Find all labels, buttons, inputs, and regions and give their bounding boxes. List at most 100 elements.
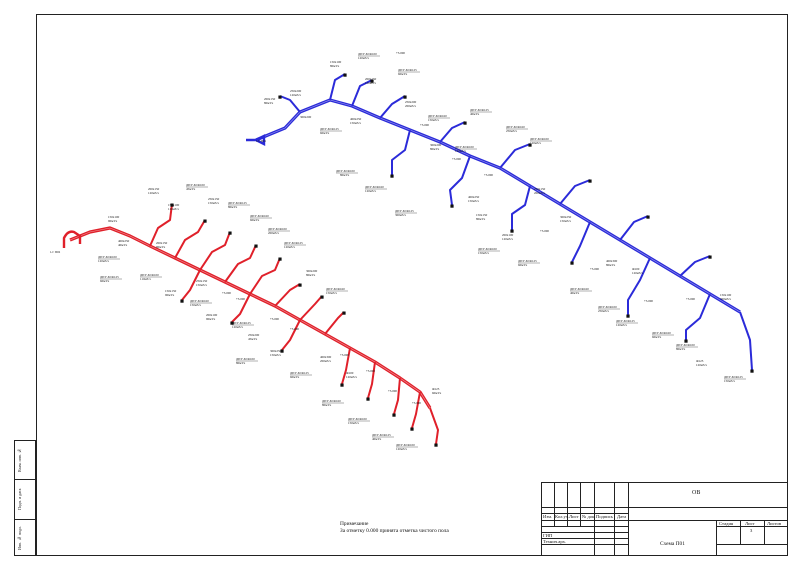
red_system-flow-label: 60м3/ч bbox=[290, 375, 300, 379]
red_system-flow-label: 150м3/ч bbox=[208, 201, 219, 205]
blue_system-diffuser-icon bbox=[684, 339, 688, 343]
red_system-flow-label: 120м3/ч bbox=[396, 447, 407, 451]
red_system-diffuser-icon bbox=[410, 427, 414, 431]
blue_system-terminal-label: ДПУ-М Ф100 bbox=[598, 305, 617, 309]
blue_system-flow-label: 150м3/ч bbox=[478, 251, 489, 255]
blue_system-terminal-label: ДПУ-М Ф100 bbox=[530, 137, 549, 141]
red_system-branch-duct bbox=[231, 293, 251, 323]
red_system-elevation-label: +3.000 bbox=[290, 327, 299, 331]
blue_system-flow-label: 150м3/ч bbox=[724, 379, 735, 383]
blue_system-terminal-label: ДПУ-М Ф125 bbox=[724, 375, 743, 379]
stamp-sheet-label: Лист bbox=[745, 521, 755, 526]
blue_system-size-label: 400x250 bbox=[468, 195, 480, 199]
blue_system-intake-icon bbox=[246, 134, 266, 146]
blue_system-diffuser-icon bbox=[343, 73, 347, 77]
blue_system-flow-label: 80м3/ч bbox=[430, 147, 440, 151]
blue_system-terminal-label: ДПУ-М Ф100 bbox=[676, 343, 695, 347]
red_system-size-label: 300x250 bbox=[270, 349, 282, 353]
red_system-flow-label: 90м3/ч bbox=[108, 219, 118, 223]
blue_system-flow-label: 250м3/ч bbox=[598, 309, 609, 313]
blue_system-size-label: 150x100 bbox=[720, 293, 732, 297]
blue_system-flow-label: 120м3/ч bbox=[530, 141, 541, 145]
red_system-flow-label: 45м3/ч bbox=[248, 337, 258, 341]
red_system-size-label: 150x100 bbox=[108, 215, 120, 219]
red_system-diffuser-icon bbox=[254, 244, 258, 248]
red_system-flow-label: 60м3/ч bbox=[250, 218, 260, 222]
blue_system-flow-label: 200м3/ч bbox=[405, 104, 416, 108]
blue_system-branch-duct bbox=[571, 221, 591, 263]
blue_system-flow-label: 120м3/ч bbox=[632, 271, 643, 275]
blue_system-branch-duct bbox=[739, 311, 753, 371]
blue_system-terminal-label: ДПУ-М Ф160 bbox=[570, 287, 589, 291]
red_system-branch-duct bbox=[367, 361, 376, 399]
stamp-col-sign: Подпись bbox=[596, 514, 613, 519]
title-block: ОВ Изм. Кол.уч. Лист № док. Подпись Дата… bbox=[541, 482, 788, 556]
red_system-branch-duct bbox=[199, 231, 231, 271]
red_system-main-duct-highlight bbox=[69, 227, 431, 409]
red_system-intake-label: 1/с П02 bbox=[50, 250, 61, 254]
blue_system-flow-label: 80м3/ч bbox=[606, 263, 616, 267]
red_system-flow-label: 40м3/ч bbox=[118, 243, 128, 247]
blue_system-terminal-label: ДПУ-М Ф100 bbox=[358, 52, 377, 56]
blue_system-elevation-label: +3.000 bbox=[540, 229, 549, 233]
red_system-size-label: 250x150 bbox=[208, 197, 220, 201]
red_system-size-label: 250x150 bbox=[196, 279, 208, 283]
blue_system-size-label: 150x100 bbox=[330, 60, 342, 64]
blue_system-size-label: Ф100 bbox=[632, 267, 640, 271]
blue_system-flow-label: 300м3/ч bbox=[395, 213, 406, 217]
blue_system-flow-label: 120м3/ч bbox=[616, 323, 627, 327]
red_system-diffuser-icon bbox=[366, 397, 370, 401]
blue_system-terminal-label: ДПУ-М Ф125 bbox=[398, 68, 417, 72]
red_system-terminal-label: ДПУ-М Ф160 bbox=[190, 299, 209, 303]
red_system-flow-label: 120м3/ч bbox=[232, 325, 243, 329]
red_system-size-label: Ф100 bbox=[346, 371, 354, 375]
blue_system-flow-label: 120м3/ч bbox=[358, 56, 369, 60]
stamp-sheets-label: Листов bbox=[767, 521, 782, 526]
red_system-diffuser-icon bbox=[180, 299, 184, 303]
blue_system-elevation-label: +3.000 bbox=[484, 173, 493, 177]
red_system-diffuser-icon bbox=[320, 295, 324, 299]
red_system-terminal-label: ДПУ-М Ф160 bbox=[322, 399, 341, 403]
blue_system-branch-duct bbox=[439, 121, 466, 143]
red_system-terminal-label: ДПУ-М Ф100 bbox=[140, 273, 159, 277]
blue_system-size-label: 200x150 bbox=[365, 77, 377, 81]
red_system-branch-duct bbox=[281, 319, 301, 351]
blue_system-diffuser-icon bbox=[750, 369, 754, 373]
red_system-terminal-label: ДПУ-М Ф125 bbox=[100, 275, 119, 279]
blue_system-flow-label: 60м3/ч bbox=[518, 263, 528, 267]
stamp-col-date: Дата bbox=[617, 514, 627, 519]
blue_system-flow-label: 80м3/ч bbox=[264, 101, 274, 105]
red_system-diffuser-icon bbox=[278, 257, 282, 261]
blue_system-size-label: 200x100 bbox=[502, 233, 514, 237]
blue_system-main-duct-highlight bbox=[255, 99, 741, 313]
blue_system-terminal-label: ДПУ-М Ф100 bbox=[336, 169, 355, 173]
blue_system-diffuser-icon bbox=[588, 179, 592, 183]
red_system-terminal-label: ДПУ-М Ф125 bbox=[372, 433, 391, 437]
blue_system-terminal-label: ДПУ-М Ф125 bbox=[616, 319, 635, 323]
red_system-branch-duct bbox=[249, 257, 281, 295]
blue_system-diffuser-icon bbox=[278, 95, 282, 99]
blue_system-terminal-label: ДПУ-М Ф125 bbox=[395, 209, 414, 213]
blue_system-elevation-label: +3.000 bbox=[686, 297, 695, 301]
red_system-terminal-label: ДПУ-М Ф125 bbox=[228, 201, 247, 205]
blue_system-size-label: 400x250 bbox=[350, 117, 362, 121]
red_system-diffuser-icon bbox=[298, 283, 302, 287]
red_system-elevation-label: +3.000 bbox=[236, 297, 245, 301]
blue_system-flow-label: 150м3/ч bbox=[350, 121, 361, 125]
red_system-flow-label: 45м3/ч bbox=[186, 187, 196, 191]
blue_system-flow-label: 120м3/ч bbox=[455, 149, 466, 153]
blue_system-size-label: 300x250 bbox=[560, 215, 572, 219]
stamp-col-izm: Изм. bbox=[543, 514, 553, 519]
blue_system-elevation-label: +3.000 bbox=[396, 51, 405, 55]
red_system-flow-label: 80м3/ч bbox=[236, 361, 246, 365]
blue_system-flow-label: 80м3/ч bbox=[340, 173, 350, 177]
stamp-stage-label: Стадия bbox=[719, 521, 734, 526]
red_system-size-label: 400x300 bbox=[320, 355, 332, 359]
blue_system-flow-label: 60м3/ч bbox=[398, 72, 408, 76]
blue_system-flow-label: 80м3/ч bbox=[676, 347, 686, 351]
blue_system-size-label: 250x200 bbox=[405, 100, 417, 104]
stamp-col-ndoc: № док. bbox=[582, 514, 596, 519]
stamp-role-tech: Технич.арх. bbox=[543, 539, 567, 544]
red_system-flow-label: 110м3/ч bbox=[168, 207, 179, 211]
